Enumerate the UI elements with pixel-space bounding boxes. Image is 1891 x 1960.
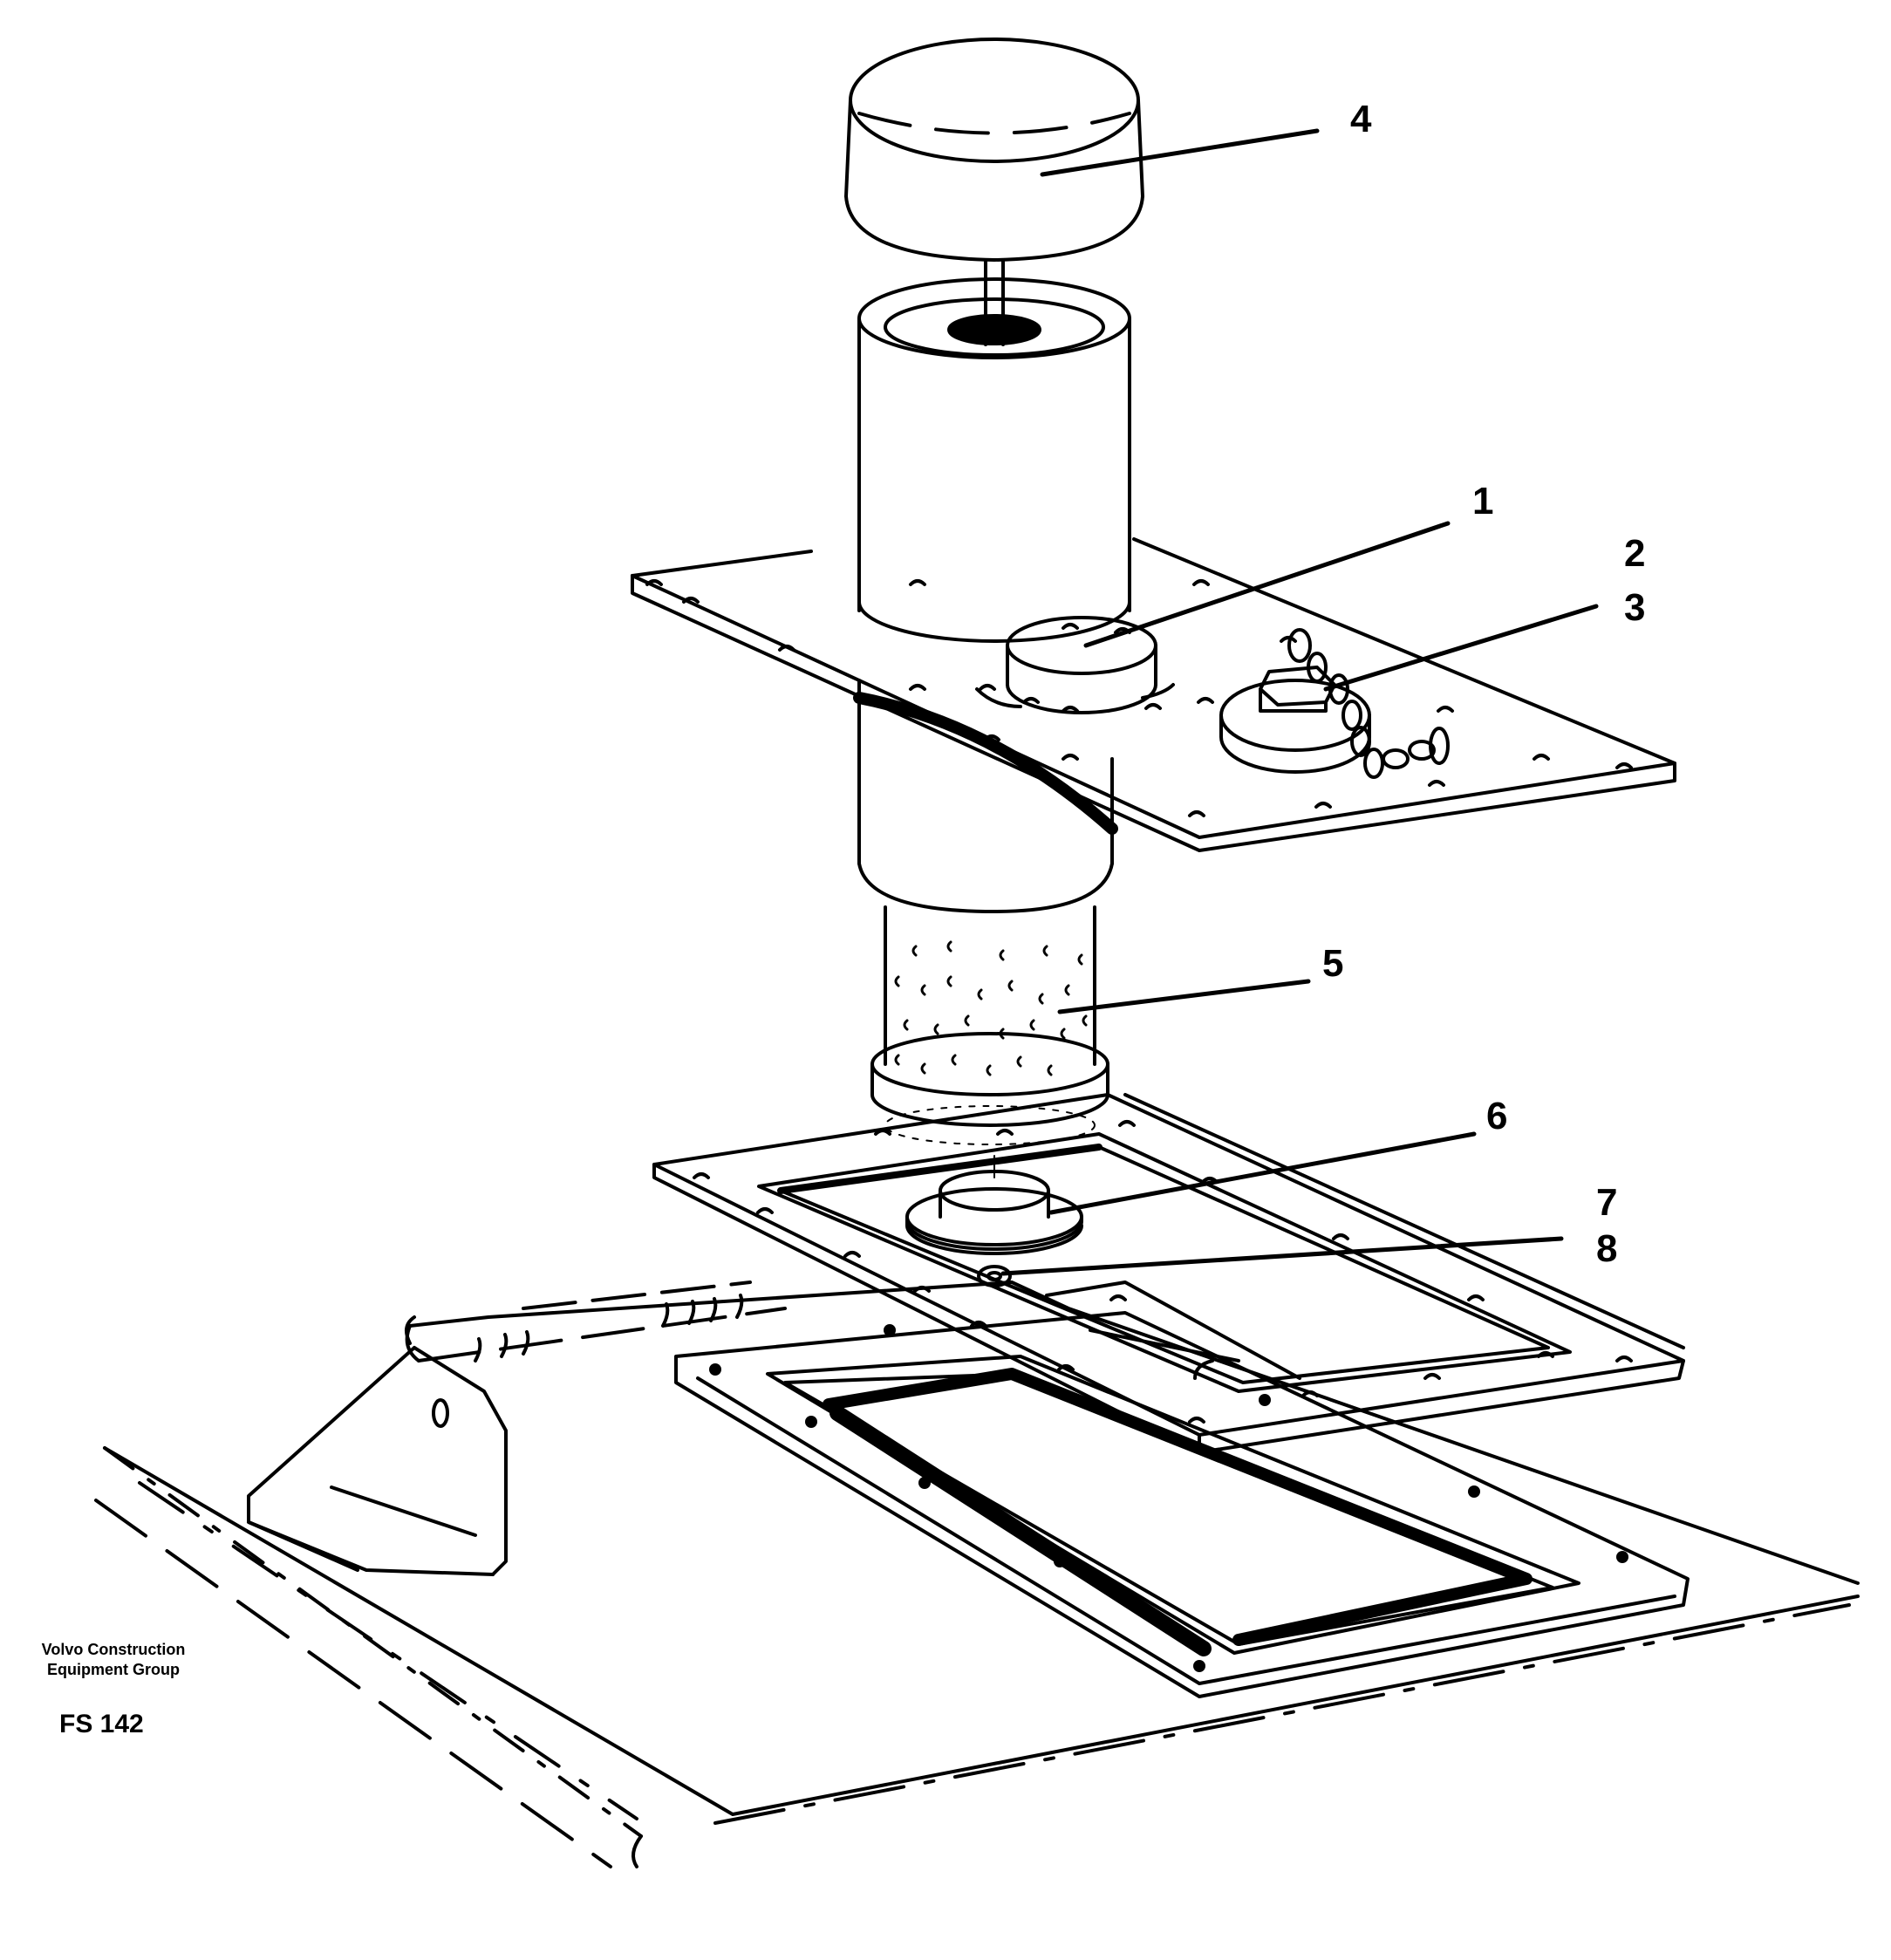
chain — [1287, 628, 1450, 779]
leader-2-3 — [1323, 604, 1599, 692]
top-plate — [631, 537, 1676, 852]
washer — [977, 1265, 1012, 1287]
leader-4 — [1040, 128, 1320, 177]
gasket-frame — [652, 1093, 1685, 1454]
callout-2: 2 — [1624, 532, 1646, 575]
leader-1 — [1083, 521, 1451, 648]
top-cap — [844, 38, 1144, 346]
lower-mount-frame — [674, 1311, 1690, 1698]
credit-line-2: Equipment Group — [47, 1660, 180, 1678]
leader-lines — [1000, 128, 1599, 1276]
publisher-credit: Volvo Construction Equipment Group — [26, 1640, 201, 1679]
callout-8: 8 — [1596, 1227, 1618, 1270]
mounting-bracket — [247, 1315, 508, 1576]
credit-line-1: Volvo Construction — [41, 1641, 186, 1658]
callout-3: 3 — [1624, 586, 1646, 629]
drain-plug — [1219, 628, 1450, 779]
filter-element — [870, 905, 1109, 1145]
callout-4: 4 — [1350, 98, 1372, 140]
callout-1: 1 — [1472, 480, 1494, 522]
leader-7-8 — [1000, 1236, 1564, 1276]
inspection-cap — [975, 616, 1175, 714]
filter-housing — [853, 277, 1131, 913]
callout-7: 7 — [1596, 1181, 1618, 1224]
callout-5: 5 — [1322, 942, 1344, 985]
leader-5 — [1057, 979, 1311, 1014]
figure-code: FS 142 — [59, 1710, 144, 1738]
hood-panel — [94, 1280, 1860, 1868]
callout-6: 6 — [1486, 1095, 1508, 1137]
leader-6 — [1048, 1131, 1477, 1215]
small-cap — [905, 1155, 1083, 1255]
